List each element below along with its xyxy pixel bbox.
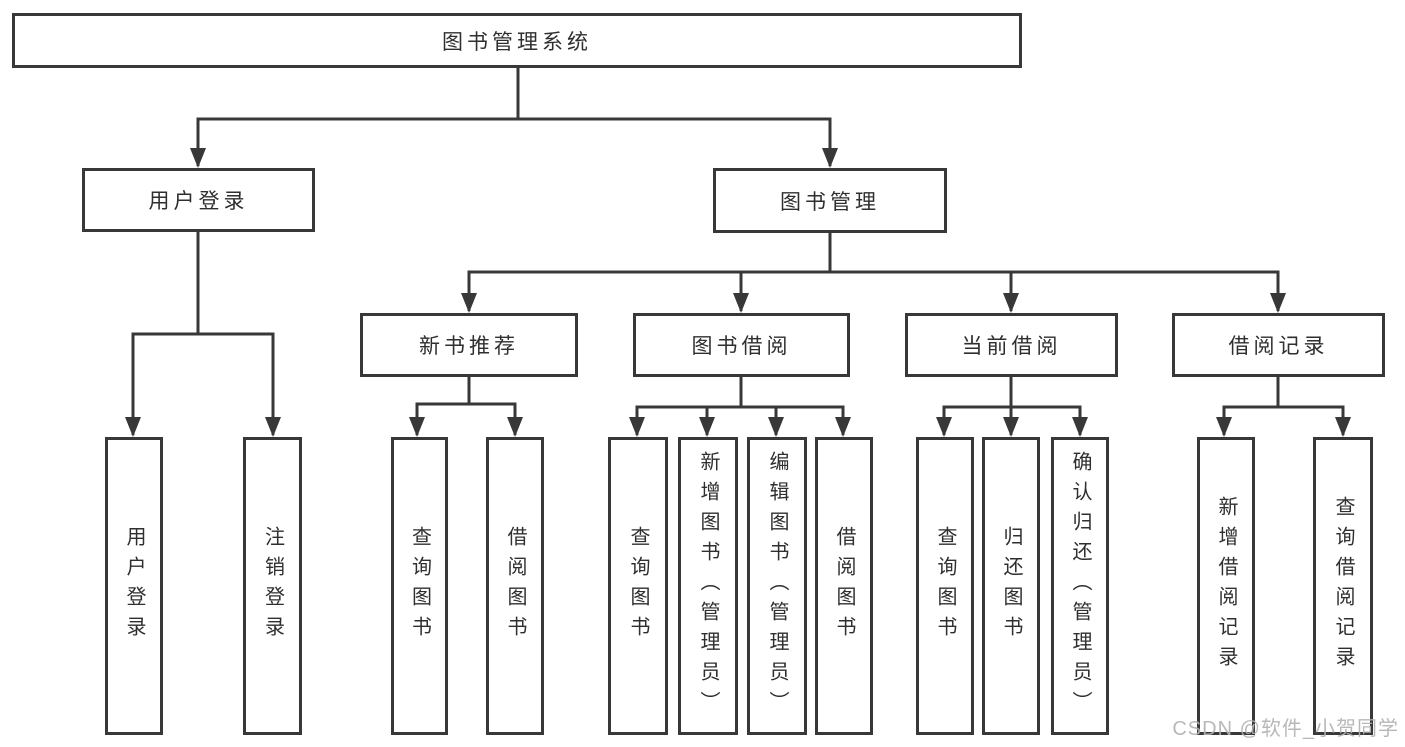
node-book-management: 图书管理 <box>713 168 947 233</box>
leaf-user-login: 用户登录 <box>105 437 163 735</box>
node-book-borrow: 图书借阅 <box>633 313 850 377</box>
node-borrow-record: 借阅记录 <box>1172 313 1385 377</box>
csdn-watermark: CSDN @软件_小贺同学 <box>1172 718 1399 740</box>
leaf-cb-return-book: 归还图书 <box>982 437 1040 735</box>
leaf-rec-query-book: 查询图书 <box>391 437 448 735</box>
leaf-cb-confirm-return-admin: 确认归还（管理员） <box>1051 437 1109 735</box>
leaf-bb-add-book-admin: 新增图书（管理员） <box>678 437 738 735</box>
leaf-cb-query-book: 查询图书 <box>916 437 974 735</box>
node-root: 图书管理系统 <box>12 13 1022 68</box>
leaf-bb-query-book: 查询图书 <box>608 437 668 735</box>
leaf-rec-borrow-book: 借阅图书 <box>486 437 544 735</box>
leaf-logout: 注销登录 <box>243 437 302 735</box>
node-user-login: 用户登录 <box>82 168 315 232</box>
node-current-borrow: 当前借阅 <box>905 313 1118 377</box>
leaf-br-add-record: 新增借阅记录 <box>1197 437 1255 735</box>
leaf-bb-borrow-book: 借阅图书 <box>815 437 873 735</box>
leaf-bb-edit-book-admin: 编辑图书（管理员） <box>747 437 807 735</box>
leaf-br-query-record: 查询借阅记录 <box>1313 437 1373 735</box>
node-new-book-recommend: 新书推荐 <box>360 313 578 377</box>
